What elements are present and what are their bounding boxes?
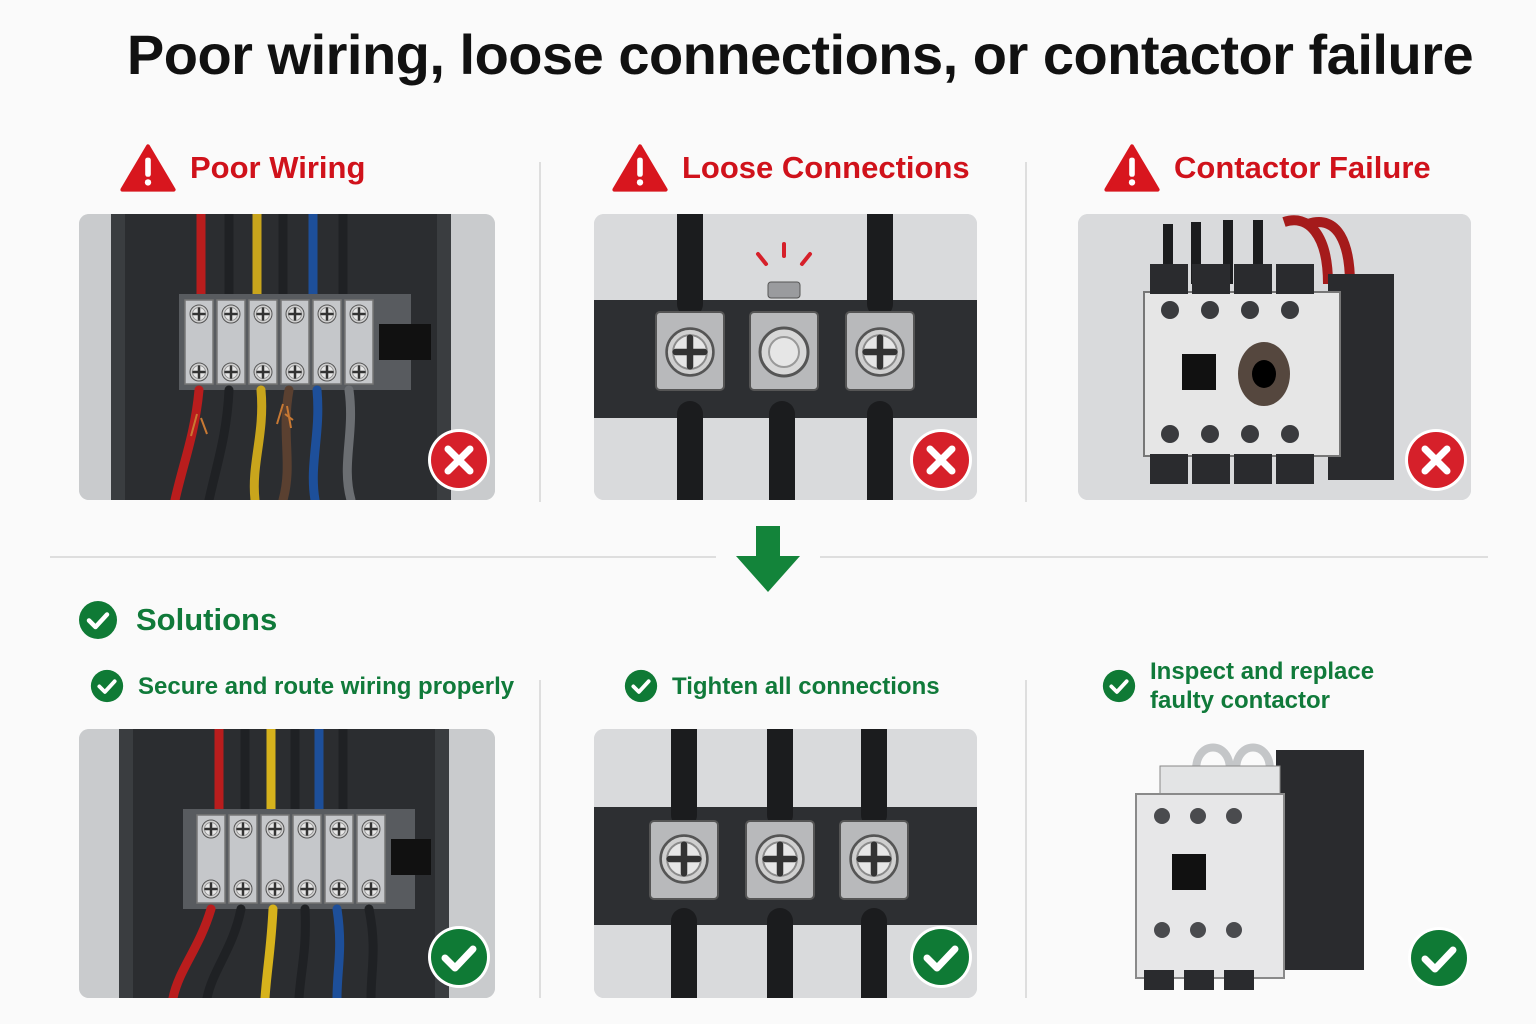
check-circle-icon xyxy=(428,926,490,988)
column-divider xyxy=(539,162,541,502)
contactor-failure-image xyxy=(1078,214,1471,500)
solution-label: Inspect and replace faulty contactor xyxy=(1150,658,1375,714)
check-circle-icon xyxy=(624,669,658,703)
solution-label: Tighten all connections xyxy=(672,672,940,700)
secure-wiring-image xyxy=(79,729,495,998)
column-divider xyxy=(1025,162,1027,502)
problem-label: Contactor Failure xyxy=(1174,150,1431,185)
solution-item-connections: Tighten all connections xyxy=(624,669,940,703)
column-divider xyxy=(1025,680,1027,998)
check-circle-icon xyxy=(910,926,972,988)
poor-wiring-image xyxy=(79,214,495,500)
solutions-heading: Solutions xyxy=(78,600,277,640)
problem-label: Poor Wiring xyxy=(190,150,366,185)
new-contactor-image xyxy=(1100,730,1480,998)
check-circle-icon xyxy=(78,600,118,640)
problem-heading-loose-connections: Loose Connections xyxy=(612,138,970,198)
x-circle-icon xyxy=(1405,429,1467,491)
x-circle-icon xyxy=(910,429,972,491)
column-divider xyxy=(539,680,541,998)
loose-connections-image xyxy=(594,214,977,500)
warning-icon xyxy=(612,143,668,193)
solution-label: Secure and route wiring properly xyxy=(138,672,515,700)
warning-icon xyxy=(1104,143,1160,193)
check-circle-icon xyxy=(1408,927,1470,989)
problem-heading-contactor-failure: Contactor Failure xyxy=(1104,138,1431,198)
solution-item-wiring: Secure and route wiring properly xyxy=(90,669,514,703)
arrow-down-icon xyxy=(736,526,800,592)
problem-heading-poor-wiring: Poor Wiring xyxy=(120,138,365,198)
page-title: Poor wiring, loose connections, or conta… xyxy=(126,23,1474,86)
check-circle-icon xyxy=(1102,669,1136,703)
section-divider xyxy=(50,556,716,558)
warning-icon xyxy=(120,143,176,193)
problem-label: Loose Connections xyxy=(682,150,970,185)
section-divider xyxy=(820,556,1488,558)
solutions-title: Solutions xyxy=(136,602,278,637)
tightened-connections-image xyxy=(594,729,977,998)
check-circle-icon xyxy=(90,669,124,703)
solution-item-contactor: Inspect and replace faulty contactor xyxy=(1102,657,1374,715)
x-circle-icon xyxy=(428,429,490,491)
